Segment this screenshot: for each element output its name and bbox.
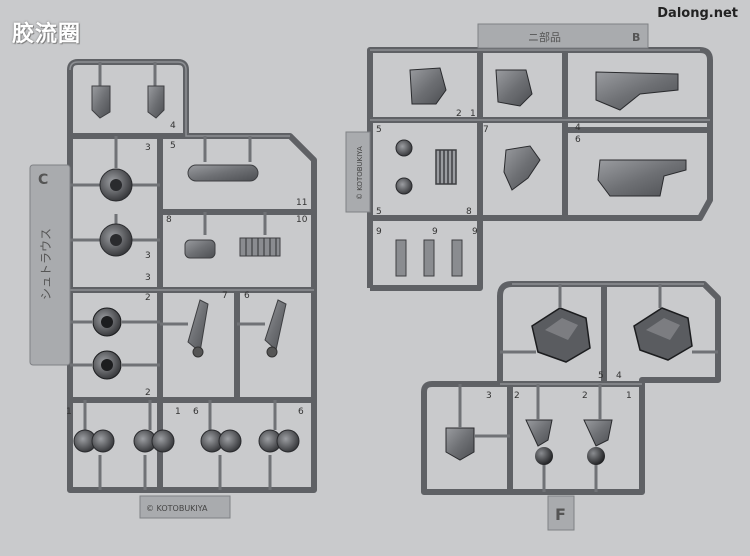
- svg-text:1: 1: [66, 407, 72, 417]
- svg-text:2: 2: [582, 391, 588, 401]
- parts-left: [73, 85, 300, 453]
- svg-text:11: 11: [296, 198, 307, 208]
- svg-text:4: 4: [575, 123, 581, 133]
- svg-text:1: 1: [470, 109, 476, 119]
- svg-text:3: 3: [145, 273, 151, 283]
- svg-text:6: 6: [298, 407, 304, 417]
- part-hand-frame: [503, 145, 541, 191]
- part-clamp: [147, 85, 165, 119]
- svg-text:5: 5: [376, 207, 382, 217]
- part-ball-joint: [587, 447, 605, 465]
- parts-right-bottom: [445, 307, 693, 465]
- sprue-side-tab: [345, 131, 371, 213]
- part-cylinder: [187, 164, 259, 182]
- svg-text:7: 7: [222, 291, 228, 301]
- part-comb: [435, 149, 457, 185]
- part-clamp: [91, 85, 111, 119]
- part-numbers-right-bottom: 4 3 5 1 2 2: [486, 371, 632, 401]
- part-blade: [264, 299, 287, 351]
- sprue-side-brand: © KOTOBUKIYA: [356, 146, 364, 200]
- svg-text:3: 3: [145, 143, 151, 153]
- svg-text:6: 6: [244, 291, 250, 301]
- svg-text:5: 5: [170, 141, 176, 151]
- part-ball-joint: [535, 447, 553, 465]
- svg-text:2: 2: [514, 391, 520, 401]
- sprue-tag-top: [477, 23, 649, 49]
- svg-text:9: 9: [472, 227, 478, 237]
- part-numbers-left: 4 5 3 3 8 10 11 3 2 2 7 6 1 1 6 6: [66, 121, 308, 417]
- part-claw: [525, 419, 553, 447]
- svg-text:2: 2: [145, 388, 151, 398]
- sprue-left: [67, 59, 317, 493]
- svg-text:5: 5: [376, 125, 382, 135]
- svg-text:3: 3: [145, 251, 151, 261]
- svg-text:2: 2: [145, 293, 151, 303]
- part-armor-block: [409, 67, 447, 105]
- svg-text:1: 1: [175, 407, 181, 417]
- sprue-side-text: シュトラウス: [39, 228, 53, 300]
- sprue-tag-top-letter: B: [632, 31, 640, 44]
- part-nozzle: [184, 239, 216, 259]
- svg-text:10: 10: [296, 215, 308, 225]
- sprue-tag-top-label: ニ部品: [528, 30, 561, 44]
- svg-text:3: 3: [486, 391, 492, 401]
- svg-text:9: 9: [432, 227, 438, 237]
- part-small-socket: [395, 177, 413, 195]
- part-bracket: [445, 427, 475, 461]
- svg-text:4: 4: [170, 121, 176, 131]
- sprue-letter-label: C: [38, 172, 48, 188]
- brand-tab-text: © KOTOBUKIYA: [146, 504, 208, 513]
- site-watermark-cn: 胶流圈: [12, 22, 82, 47]
- svg-text:4: 4: [616, 371, 622, 381]
- svg-text:1: 1: [626, 391, 632, 401]
- svg-text:5: 5: [598, 371, 604, 381]
- svg-text:8: 8: [166, 215, 172, 225]
- svg-text:6: 6: [575, 135, 581, 145]
- part-numbers-right-top: 2 1 5 4 7 6 5 8 9 9 9: [376, 109, 581, 237]
- sprue-tag-bottom: [547, 495, 575, 531]
- svg-text:8: 8: [466, 207, 472, 217]
- svg-text:2: 2: [456, 109, 462, 119]
- part-gun-barrel: [595, 71, 679, 111]
- part-pin-row: [395, 239, 463, 277]
- svg-text:9: 9: [376, 227, 382, 237]
- part-claw: [583, 419, 613, 447]
- sprue-tag-bottom-letter: F: [555, 505, 566, 524]
- part-mask-row: [73, 429, 300, 453]
- part-blade: [187, 299, 209, 353]
- brand-tab: [139, 495, 231, 519]
- svg-text:6: 6: [193, 407, 199, 417]
- site-watermark-url: Dalong.net: [657, 6, 738, 21]
- part-armor-block: [495, 69, 533, 107]
- parts-right-top: [395, 67, 687, 277]
- part-cannon: [597, 159, 687, 197]
- svg-text:7: 7: [483, 125, 489, 135]
- part-small-socket: [395, 139, 413, 157]
- sprue-tag-left: [29, 164, 71, 366]
